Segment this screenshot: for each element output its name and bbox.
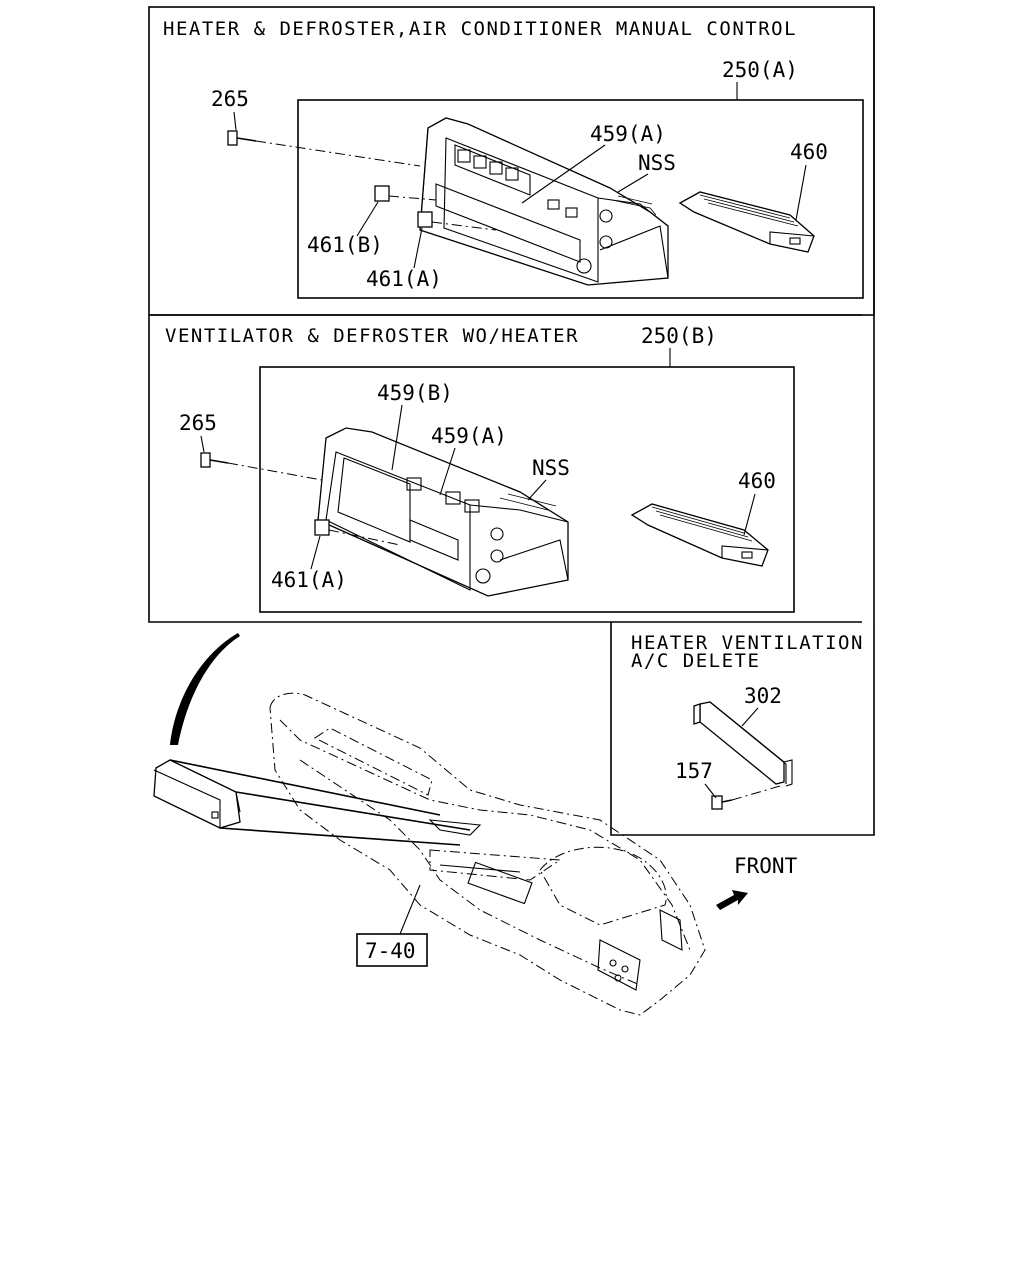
screw-157-icon bbox=[711, 795, 733, 810]
section-ac-delete: HEATER VENTILATION A/C DELETE 302 157 bbox=[610, 622, 875, 836]
label-265-mid: 265 bbox=[179, 411, 217, 435]
label-nss-mid: NSS bbox=[532, 456, 570, 480]
label-461a-mid: 461(A) bbox=[271, 568, 347, 592]
knob-461a-mid-icon bbox=[314, 519, 330, 536]
instrument-panel-outline bbox=[269, 692, 706, 1016]
section-ventilator: VENTILATOR & DEFROSTER WO/HEATER 250(B) … bbox=[148, 7, 875, 623]
group-250a-box bbox=[297, 99, 864, 299]
control-module-removed-icon bbox=[153, 759, 241, 829]
control-panel-459a-icon bbox=[419, 117, 669, 286]
label-461a-top: 461(A) bbox=[366, 267, 442, 291]
label-302: 302 bbox=[744, 684, 782, 708]
reference-7-40-box bbox=[356, 933, 428, 967]
module-460-top-icon bbox=[678, 191, 815, 253]
section-heater-ac-title: HEATER & DEFROSTER,AIR CONDITIONER MANUA… bbox=[163, 18, 797, 40]
blank-plate-302-icon bbox=[693, 701, 793, 787]
label-459a-mid: 459(A) bbox=[431, 424, 507, 448]
front-arrow-icon bbox=[716, 890, 748, 910]
section-ac-delete-title-line2: A/C DELETE bbox=[631, 650, 760, 672]
reference-7-40: 7-40 bbox=[365, 939, 416, 963]
label-nss-top: NSS bbox=[638, 151, 676, 175]
label-460-mid: 460 bbox=[738, 469, 776, 493]
label-157: 157 bbox=[675, 759, 713, 783]
section-heater-ac: HEATER & DEFROSTER,AIR CONDITIONER MANUA… bbox=[148, 6, 875, 316]
dashboard-assembly: 7-40 FRONT bbox=[153, 633, 798, 1016]
module-460-mid-icon bbox=[630, 503, 769, 567]
label-461b-top: 461(B) bbox=[307, 233, 383, 257]
section-ac-delete-title-line1: HEATER VENTILATION bbox=[631, 632, 864, 654]
label-459b-mid: 459(B) bbox=[377, 381, 453, 405]
section-ventilator-title: VENTILATOR & DEFROSTER WO/HEATER bbox=[165, 325, 579, 347]
label-459a-top: 459(A) bbox=[590, 122, 666, 146]
group-250a-label: 250(A) bbox=[722, 58, 798, 82]
screw-265-icon bbox=[227, 130, 257, 146]
screw-265-mid-icon bbox=[200, 452, 229, 468]
group-250b-label: 250(B) bbox=[641, 324, 717, 348]
knob-461a-icon bbox=[417, 211, 433, 228]
a-pillar-shape bbox=[170, 633, 240, 745]
front-label: FRONT bbox=[734, 854, 798, 878]
group-250b-box bbox=[259, 366, 795, 613]
label-265-top: 265 bbox=[211, 87, 249, 111]
knob-461b-icon bbox=[374, 185, 390, 202]
control-panel-459b-icon bbox=[317, 427, 569, 597]
label-460-top: 460 bbox=[790, 140, 828, 164]
